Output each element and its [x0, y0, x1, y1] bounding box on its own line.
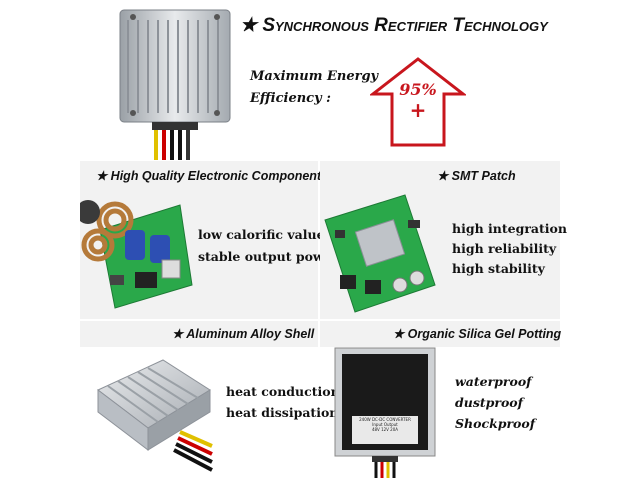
efficiency-label: Maximum Energy Efficiency :: [250, 66, 378, 110]
label-output-header: Output: [383, 422, 398, 427]
potting-feature-3: Shockproof: [455, 416, 536, 431]
components-image: [76, 190, 195, 312]
shell-panel: [80, 321, 318, 347]
potting-panel: [320, 321, 560, 347]
components-feature-2: stable output power: [198, 249, 339, 264]
efficiency-plus: +: [409, 98, 427, 122]
smt-feature-1: high integration: [452, 221, 567, 236]
shell-feature-2: heat dissipation: [226, 405, 339, 420]
components-features: low calorific value stable output power: [198, 224, 338, 268]
label-title: 240W DC-DC CONVERTER: [359, 417, 411, 422]
efficiency-value: 95%: [399, 80, 437, 99]
label-input-value: 48V: [371, 427, 380, 432]
potting-feature-1: waterproof: [455, 374, 532, 389]
converter-label: 240W DC-DC CONVERTER Input Output 48V 12…: [352, 417, 418, 432]
smt-features: high integration high reliability high s…: [452, 219, 567, 279]
converter-top-image: [100, 5, 245, 160]
shell-heading: ★ Aluminum Alloy Shell: [172, 327, 315, 341]
shell-image: [88, 350, 216, 478]
potting-feature-2: dustproof: [455, 395, 524, 410]
potting-features: waterproof dustproof Shockproof: [455, 371, 535, 434]
label-input-header: Input: [372, 422, 383, 427]
components-heading: ★ High Quality Electronic Components: [96, 169, 329, 183]
potting-image: [332, 346, 438, 478]
efficiency-line1: Maximum Energy: [250, 69, 379, 84]
components-feature-1: low calorific value: [198, 227, 325, 242]
potting-heading: ★ Organic Silica Gel Potting: [393, 327, 562, 341]
arrow-up-icon: [368, 56, 468, 148]
efficiency-line2: Efficiency :: [250, 91, 331, 106]
shell-feature-1: heat conduction: [226, 384, 340, 399]
shell-features: heat conduction heat dissipation: [226, 381, 340, 423]
title-text: Synchronous Rectifier Technology: [262, 15, 548, 36]
smt-heading: ★ SMT Patch: [437, 169, 516, 183]
smt-feature-2: high reliability: [452, 241, 557, 256]
smt-feature-3: high stability: [452, 261, 545, 276]
feature-title: ★ Synchronous Rectifier Technology: [240, 14, 640, 37]
smt-image: [320, 190, 438, 315]
title-star: ★: [240, 15, 258, 36]
label-output-value: 12V 20A: [381, 427, 399, 432]
